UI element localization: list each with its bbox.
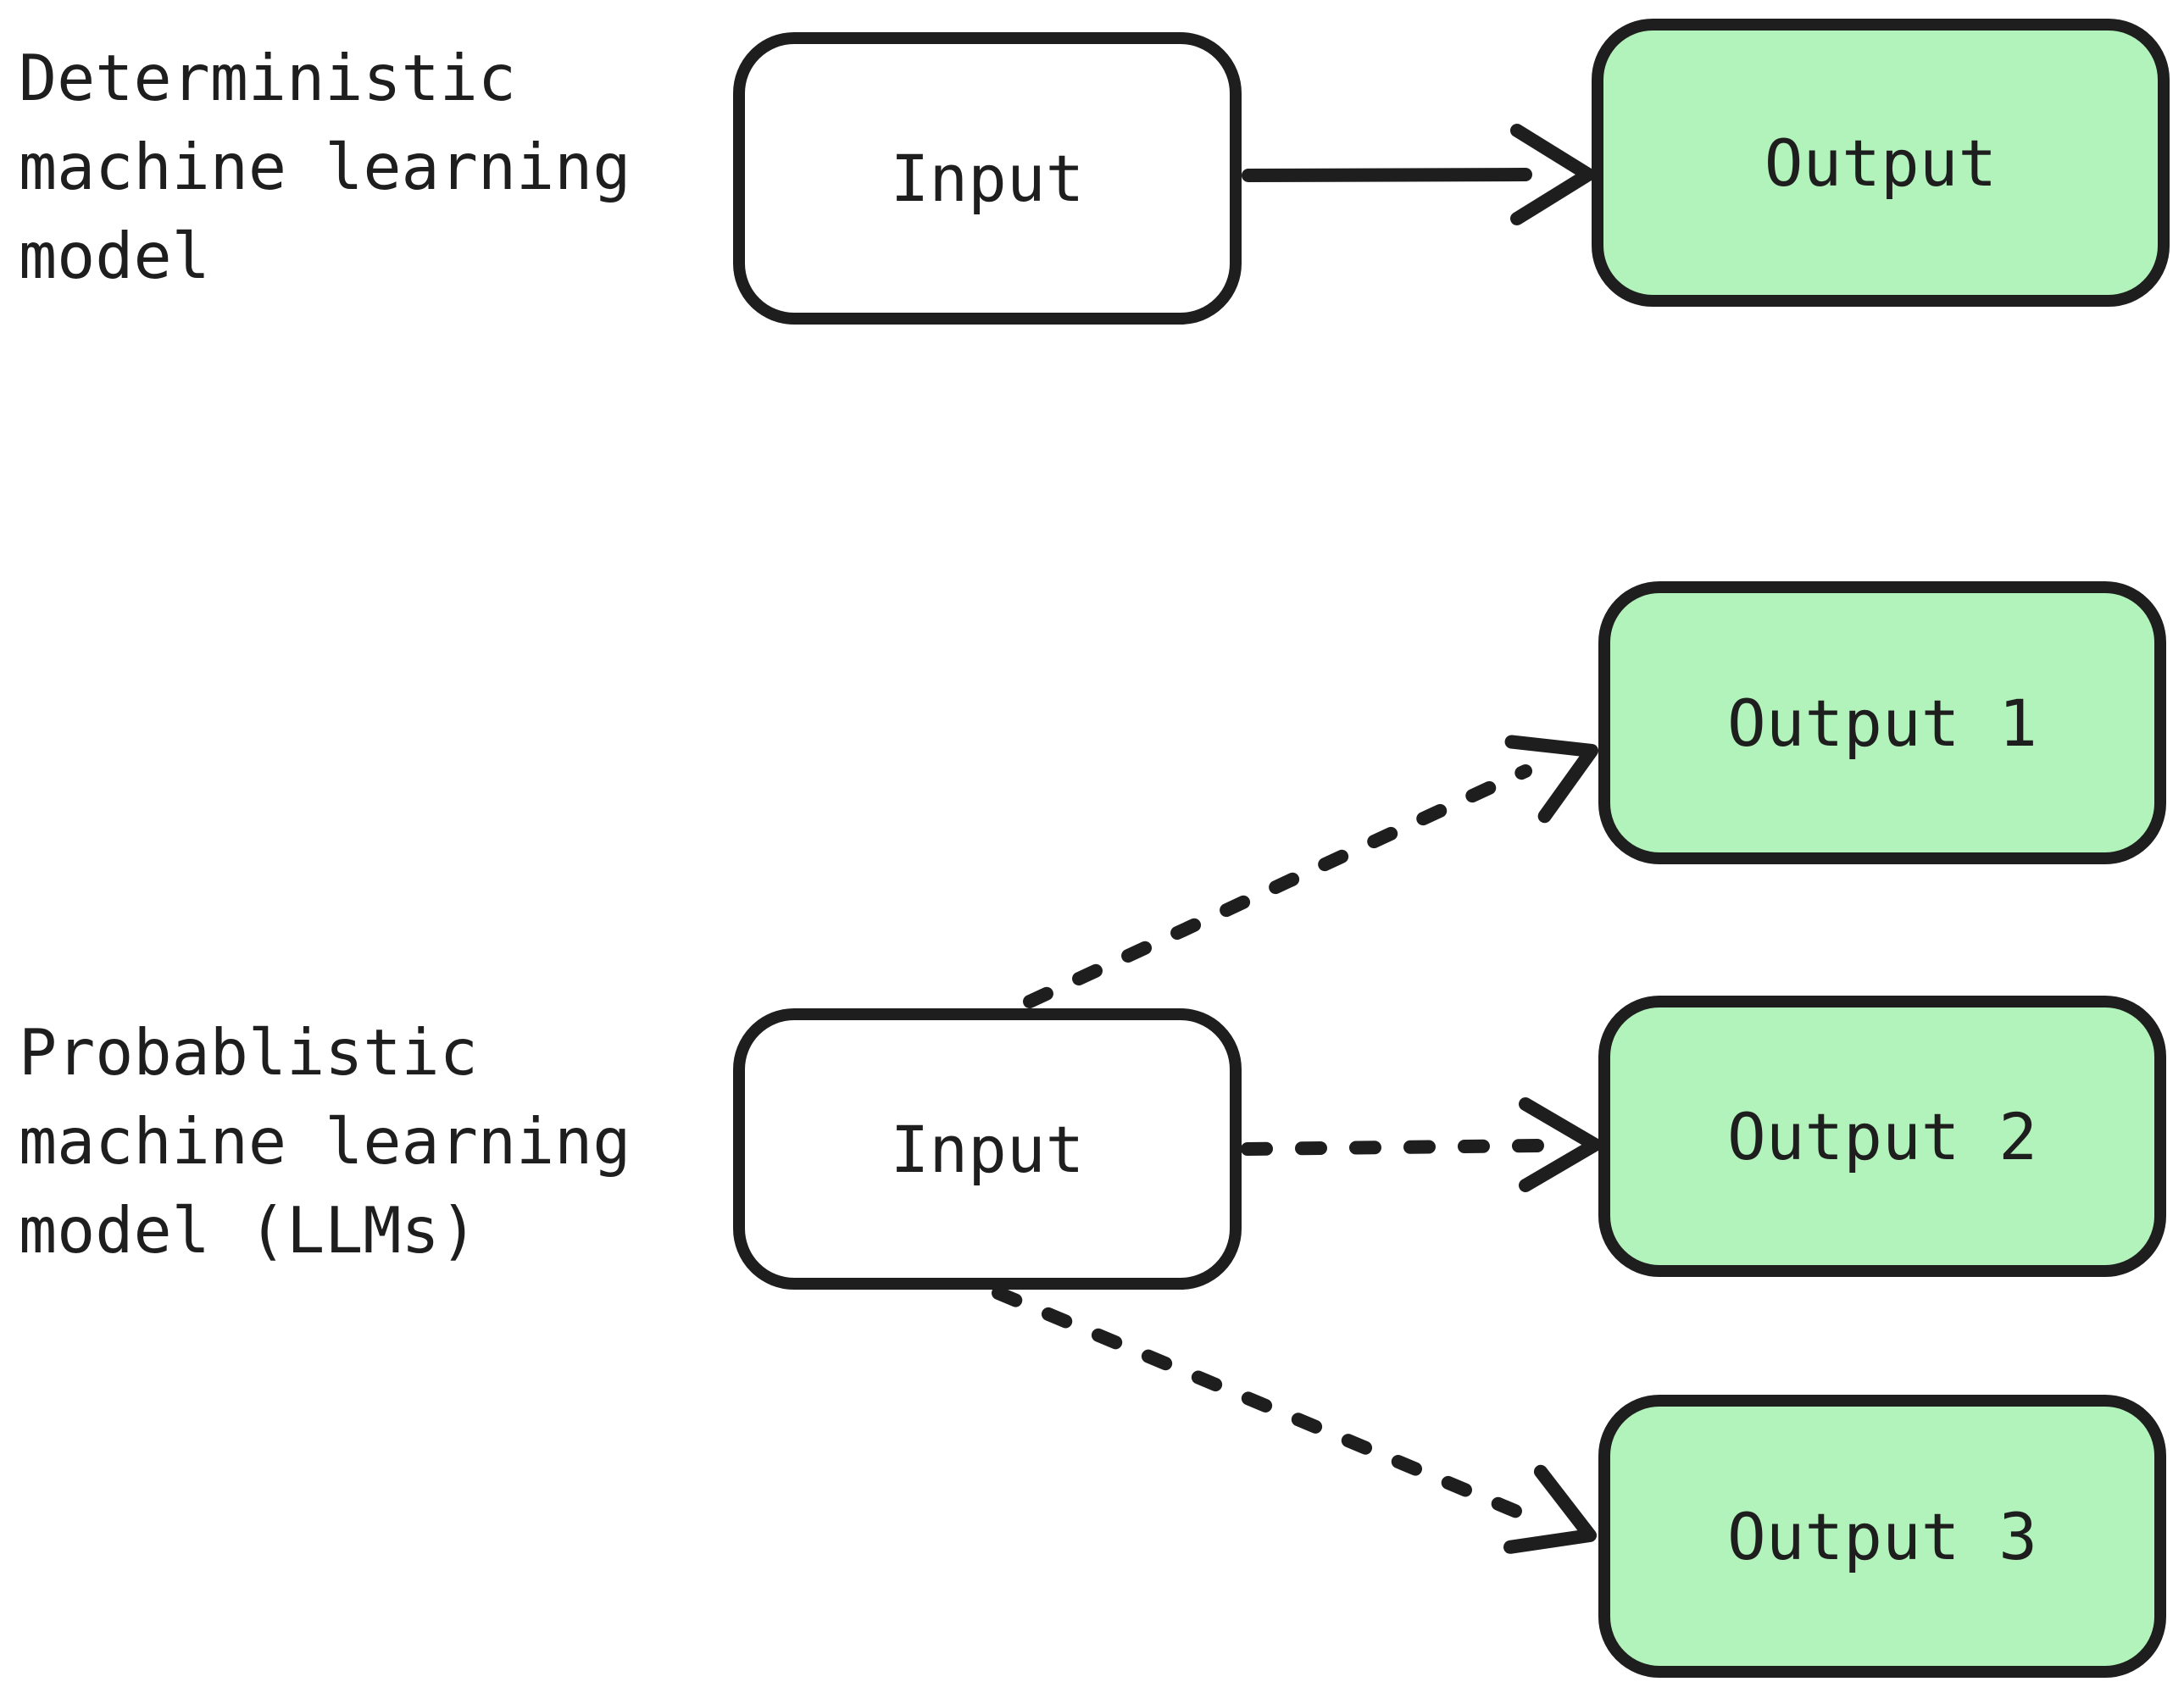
deterministic-model-label: Deterministic machine learning model (19, 41, 631, 293)
solid-arrow-input-to-output (1242, 124, 1595, 225)
node-output-deterministic-text: Output (1764, 125, 1998, 201)
probabilistic-model-label: Probablistic machine learning model (LLM… (19, 1015, 631, 1268)
node-input-probabilistic: Input (733, 1008, 1242, 1290)
node-output-3-text: Output 3 (1726, 1498, 2038, 1574)
node-output-1: Output 1 (1598, 581, 2166, 864)
node-input-probabilistic-text: Input (890, 1111, 1085, 1187)
node-input-deterministic-text: Input (890, 141, 1085, 216)
dashed-arrow-input-to-output-3 (992, 1286, 1597, 1554)
node-output-2: Output 2 (1598, 996, 2166, 1277)
node-output-3: Output 3 (1598, 1395, 2166, 1678)
node-output-deterministic: Output (1592, 19, 2170, 307)
dashed-arrow-input-to-output-2 (1241, 1097, 1602, 1192)
node-input-deterministic: Input (733, 32, 1242, 325)
node-output-2-text: Output 2 (1726, 1098, 2038, 1174)
dashed-arrow-input-to-output-1 (1023, 735, 1598, 1008)
node-output-1-text: Output 1 (1726, 685, 2038, 761)
